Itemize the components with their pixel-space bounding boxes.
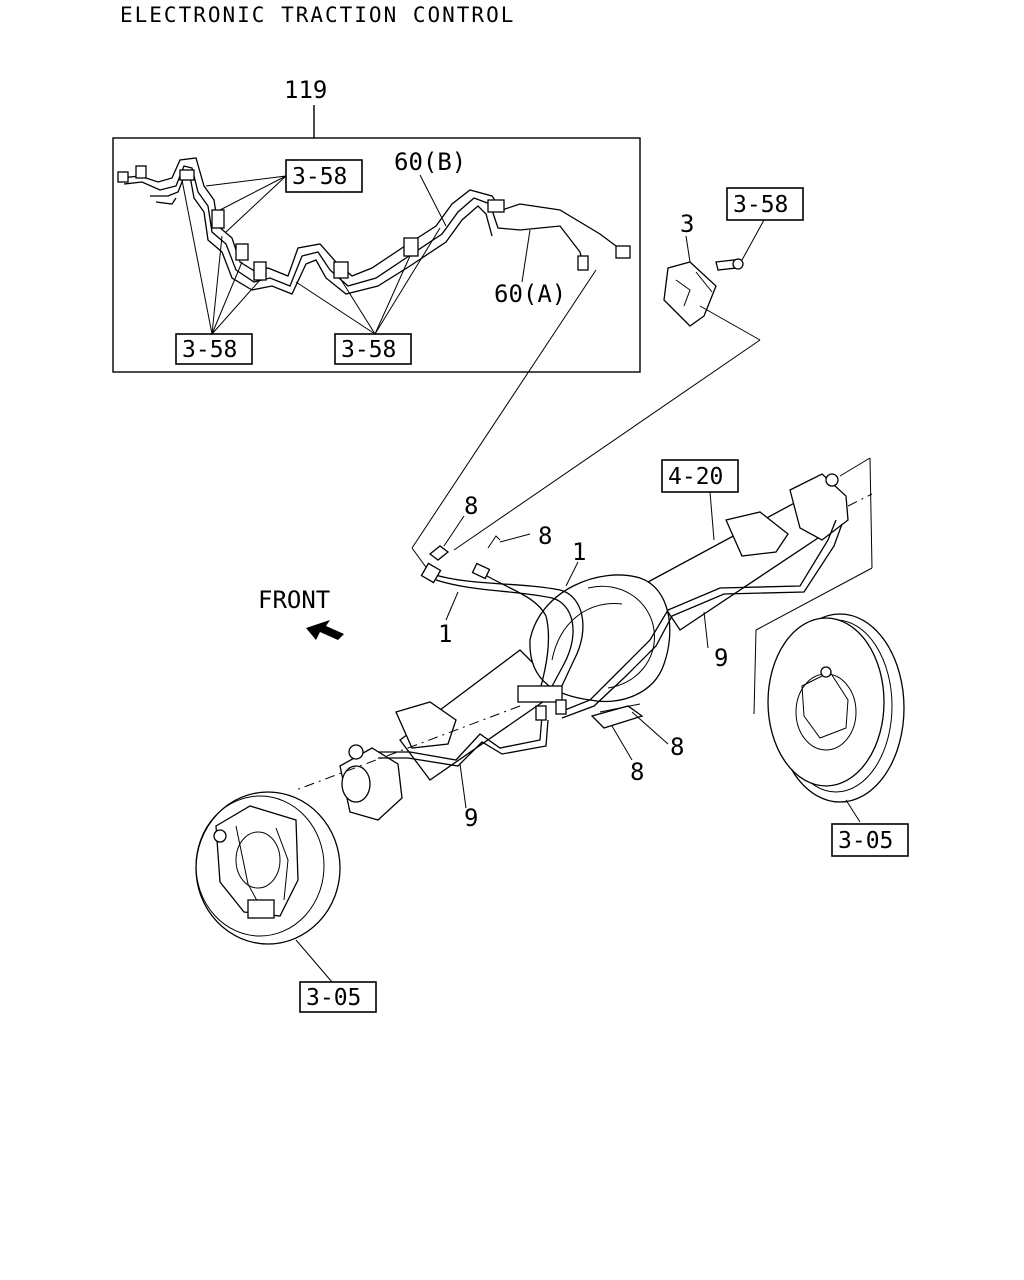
ref-label: 4-20 — [668, 464, 723, 490]
ref-box-3-58-top[interactable]: 3-58 — [285, 159, 363, 193]
clips-upper: 8 8 — [428, 492, 552, 561]
clips-lower: 8 8 — [590, 703, 684, 786]
callout-clip-lower-right-8: 8 — [670, 733, 684, 761]
inset-leader-lines — [181, 174, 531, 335]
connector-line-pipe-a — [411, 269, 597, 549]
ref-label: 3-05 — [838, 828, 893, 854]
ref-label: 3-05 — [306, 985, 361, 1011]
ref-label: 3-58 — [182, 337, 237, 363]
ref-box-3-05-left-drum[interactable]: 3-05 — [299, 981, 377, 1013]
pipe-assembly-inset: 119 — [112, 76, 641, 373]
callout-pipe-left-9: 9 — [464, 804, 478, 832]
connector-line-bracket — [453, 339, 761, 551]
ref-box-3-58-bolt[interactable]: 3-58 — [726, 187, 804, 221]
callout-clip-upper-right-8: 8 — [538, 522, 552, 550]
callout-bracket-3: 3 — [680, 210, 694, 238]
ref-label: 3-58 — [341, 337, 396, 363]
bracket-assembly: 3 3-58 — [663, 187, 804, 327]
left-brake-backing-plate — [195, 791, 341, 983]
callout-clip-upper-left-8: 8 — [464, 492, 478, 520]
callout-hose-left-1: 1 — [438, 620, 452, 648]
front-arrow-icon — [306, 620, 344, 640]
callout-pipe-right-9: 9 — [714, 644, 728, 672]
callout-pipe-60a: 60(A) — [494, 280, 566, 308]
callout-hose-right-1: 1 — [572, 538, 586, 566]
front-direction-indicator: FRONT — [258, 586, 344, 640]
front-label: FRONT — [258, 586, 330, 614]
right-brake-drum — [767, 613, 905, 823]
ref-box-3-05-right-drum[interactable]: 3-05 — [831, 823, 909, 857]
callout-clip-lower-mid-8: 8 — [630, 758, 644, 786]
brake-pipes-9: 9 9 — [378, 519, 843, 832]
ref-box-3-58-bottom-left[interactable]: 3-58 — [175, 333, 253, 365]
flexible-hoses: 1 1 — [420, 538, 586, 703]
ref-box-4-20-axle[interactable]: 4-20 — [661, 459, 739, 493]
brake-pipe-bundle — [117, 157, 631, 295]
diagram-title: ELECTRONIC TRACTION CONTROL — [120, 3, 515, 27]
callout-pipe-60b: 60(B) — [394, 148, 466, 176]
ref-label: 3-58 — [733, 192, 788, 218]
right-drum-bracket-lines — [753, 457, 873, 715]
ref-label: 3-58 — [292, 164, 347, 190]
rear-axle-housing — [339, 473, 849, 821]
ref-box-3-58-bottom-mid[interactable]: 3-58 — [334, 333, 412, 365]
callout-assembly-119: 119 — [284, 76, 327, 104]
